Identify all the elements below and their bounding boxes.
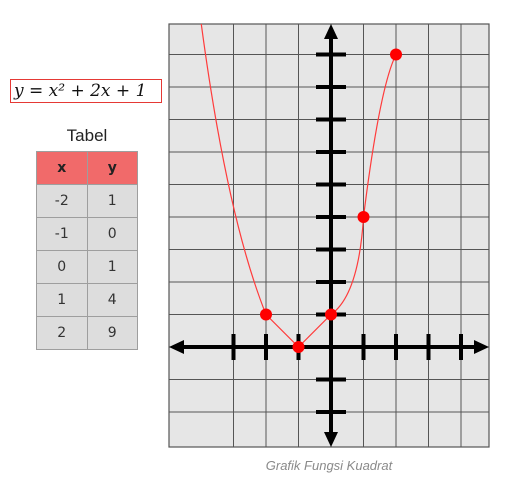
parabola-curve <box>200 24 397 348</box>
data-point <box>390 48 402 61</box>
data-point <box>292 341 305 353</box>
cell-x: 2 <box>36 316 88 350</box>
data-point <box>357 211 370 223</box>
table-row: -2 1 <box>36 184 139 218</box>
figure-caption: Grafik Fungsi Kuadrat <box>265 458 393 473</box>
table-header-row: x y <box>36 151 139 185</box>
cell-x: -2 <box>36 184 88 218</box>
y-axis-top-arrow <box>324 24 338 39</box>
equation-label: y = x² + 2x + 1 <box>10 79 162 103</box>
header-y: y <box>86 151 139 185</box>
table-row: -1 0 <box>36 217 139 251</box>
cell-y: 1 <box>86 250 139 284</box>
data-point <box>260 308 272 321</box>
cell-x: -1 <box>36 217 88 251</box>
table-row: 2 9 <box>36 316 139 350</box>
equation-text: y = x² + 2x + 1 <box>14 81 147 101</box>
x-axis-left-arrow <box>169 340 184 354</box>
cell-x: 1 <box>36 283 88 317</box>
x-axis-right-arrow <box>474 340 489 354</box>
cell-y: 0 <box>86 217 139 251</box>
table-title: Tabel <box>66 126 108 145</box>
data-point <box>325 308 337 321</box>
data-points <box>260 48 402 353</box>
cell-y: 4 <box>86 283 139 317</box>
value-table: x y -2 1 -1 0 0 1 1 4 2 9 <box>36 151 139 350</box>
cell-y: 9 <box>86 316 139 350</box>
y-axis-bottom-arrow <box>324 432 338 447</box>
cell-y: 1 <box>86 184 139 218</box>
table-row: 1 4 <box>36 283 139 317</box>
